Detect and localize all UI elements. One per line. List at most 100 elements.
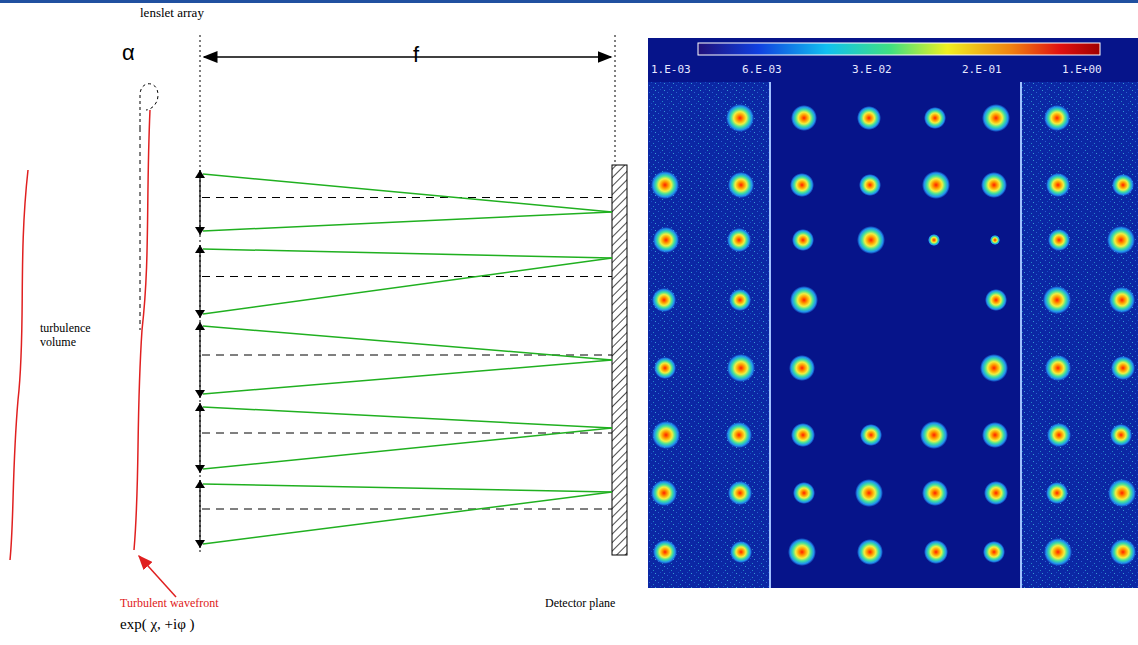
light-ray [203,428,612,469]
focal-spot [1110,539,1136,565]
scale-label: 3.E-02 [852,64,892,77]
focal-spot [984,481,1008,505]
scale-label: 1.E-03 [651,64,691,77]
noise-panel [648,82,770,588]
lens [199,322,200,398]
turbulence-boundary [10,170,28,560]
focal-spot [793,482,815,504]
detector [612,165,627,555]
focal-spot [1047,423,1071,447]
light-ray [203,484,612,492]
light-ray [203,360,612,394]
light-ray [203,326,612,360]
focal-spot [652,288,676,312]
detector-line [615,35,616,165]
noise-panel [1022,82,1138,588]
lens [199,245,200,318]
focal-spot [653,540,677,564]
formula-label: exp( χ, +iφ ) [120,616,195,633]
focal-spot [727,228,751,252]
focal-spot [924,540,948,564]
angle-label: α [122,40,135,65]
light-ray [203,407,612,428]
reference-line [140,128,141,330]
focal-spot [857,539,883,565]
focal-spot [1110,424,1132,446]
focal-spot [1112,174,1134,196]
focal-spot [860,424,882,446]
focal-spot [651,480,677,506]
light-ray [203,212,612,231]
focal-spot [1108,479,1136,507]
focal-spot [980,354,1008,382]
focal-spot [983,541,1005,563]
focal-spot [1109,287,1135,313]
focal-spot [985,289,1007,311]
light-ray [203,492,612,544]
lenslet-plane [200,35,201,555]
turbulent-wavefront [134,110,150,550]
light-ray [203,249,612,258]
focal-spot [790,173,814,197]
focal-spot [1044,105,1070,131]
focal-spot [726,104,754,132]
focal-spot [857,226,885,254]
spot-image [648,38,1138,588]
focal-spot [857,106,881,130]
color-bar [698,43,1100,55]
focal-length-arrow [204,56,611,58]
optical-axis [202,433,612,434]
optical-axis [202,197,612,198]
lens [199,170,200,235]
focal-spot [1044,538,1072,566]
wavefront-pointer [139,556,176,597]
focal-spot [1048,229,1070,251]
focal-spot [1046,173,1070,197]
focal-spot [1045,355,1071,381]
top-strip [0,0,1138,3]
focal-spot [726,422,752,448]
focal-spot [981,172,1007,198]
focal-spot [855,479,883,507]
focal-spot [651,171,679,199]
light-ray [203,258,612,314]
focal-spot [924,107,946,129]
lens [199,403,200,473]
focal-spot [653,227,679,253]
lens [199,480,200,548]
focal-spot [920,421,948,449]
focal-spot [791,105,817,131]
focal-spot [792,229,814,251]
focal-spot [1107,226,1135,254]
panel-border [769,82,771,588]
scale-label: 1.E+00 [1062,64,1102,77]
optical-axis [202,276,612,277]
light-ray [203,174,612,212]
focal-spot [728,481,752,505]
detector-label: Detector plane [545,597,615,611]
focal-spot [730,541,752,563]
focal-spot [652,421,680,449]
focal-spot [982,422,1008,448]
focal-spot [728,172,754,198]
focal-spot [1043,286,1071,314]
optical-axis [202,509,612,510]
wavefront-label: Turbulent wavefront [120,597,219,611]
panel-border [1020,82,1022,588]
focal-spot [654,357,676,379]
lenslets [195,170,612,548]
focal-length-label: f [413,42,419,67]
scale-label: 6.E-03 [742,64,782,77]
focal-spot [789,355,815,381]
array-label: lenslet array [140,6,204,21]
focal-spot [922,480,948,506]
focal-spot [729,289,751,311]
focal-spot [1046,482,1068,504]
focal-spot [1111,356,1135,380]
region-label: turbulence volume [40,322,118,350]
focal-spot [790,286,818,314]
focal-spot [928,234,940,246]
focal-spot [788,538,816,566]
